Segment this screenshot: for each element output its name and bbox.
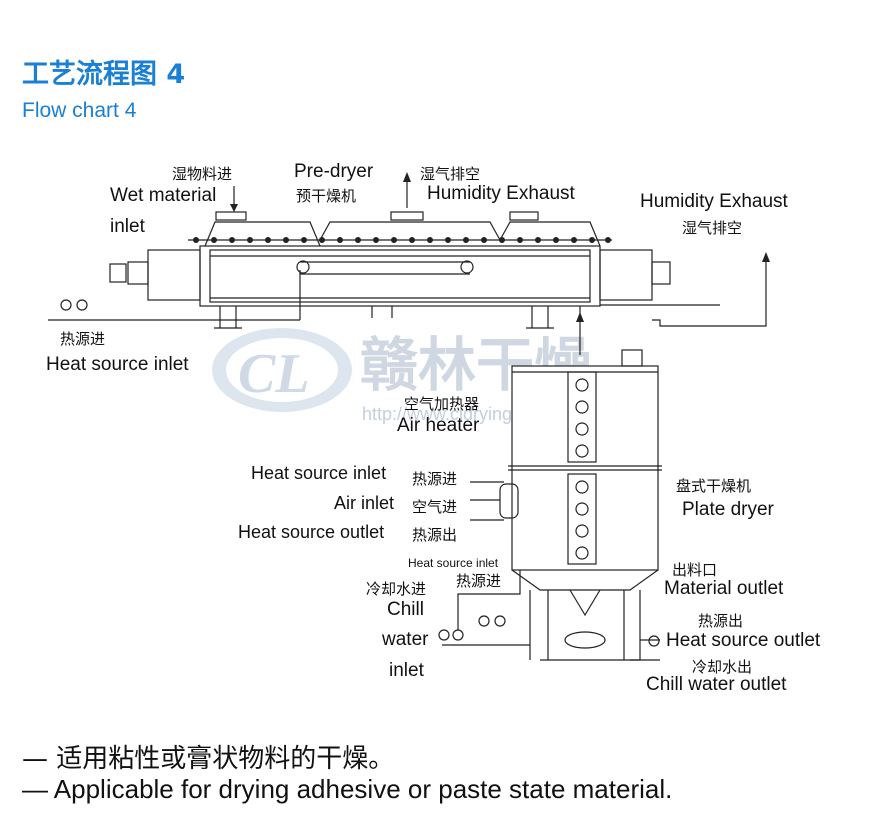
material-outlet-cn: 出料口 xyxy=(672,561,718,579)
hs-inlet-small-cn: 热源进 xyxy=(456,572,502,590)
pre-dryer-label-en: Pre-dryer xyxy=(294,161,374,182)
plate-dryer-trays xyxy=(575,378,589,560)
wet-material-inlet-en-2: inlet xyxy=(110,216,145,237)
heat-source-inlet-top-en: Heat source inlet xyxy=(46,354,189,375)
page-subtitle: Flow chart 4 xyxy=(22,99,137,122)
gauge-icon xyxy=(60,299,72,311)
plate-dryer-label-en: Plate dryer xyxy=(682,499,774,520)
air-inlet-cn: 空气进 xyxy=(412,498,458,516)
heat-source-outlet-bottom-en: Heat source outlet xyxy=(666,630,821,651)
air-heater-hs-outlet-cn: 热源出 xyxy=(412,526,458,544)
heat-source-inlet-top-cn: 热源进 xyxy=(60,330,106,348)
air-inlet-en: Air inlet xyxy=(334,493,395,513)
humidity-exhaust-1-cn: 湿气排空 xyxy=(420,165,481,183)
svg-text:CL: CL xyxy=(238,343,310,405)
air-heater-label-en: Air heater xyxy=(397,415,480,436)
chill-water-inlet-en-2: water xyxy=(382,629,429,650)
plate-dryer xyxy=(508,349,662,661)
wet-material-inlet-en-1: Wet material xyxy=(110,185,217,206)
air-heater-hs-inlet-en: Heat source inlet xyxy=(251,463,387,483)
chill-water-inlet-cn: 冷却水进 xyxy=(366,580,427,598)
air-heater-label-cn: 空气加热器 xyxy=(404,395,480,413)
chill-water-outlet-cn: 冷却水出 xyxy=(692,658,753,676)
gauge-icon xyxy=(76,299,88,311)
pipes-bottom xyxy=(438,570,660,661)
hs-inlet-small-en: Heat source inlet xyxy=(408,556,499,570)
chill-water-outlet-en: Chill water outlet xyxy=(646,674,787,695)
humidity-exhaust-1-en: Humidity Exhaust xyxy=(427,183,575,204)
pre-dryer xyxy=(109,211,671,329)
material-outlet-en: Material outlet xyxy=(664,578,784,599)
humidity-exhaust-2-en: Humidity Exhaust xyxy=(640,191,788,212)
heat-source-outlet-bottom-cn: 热源出 xyxy=(698,612,744,630)
watermark-logo: CL xyxy=(212,328,352,412)
chill-water-inlet-en-3: inlet xyxy=(389,660,424,681)
footer-line-en: — Applicable for drying adhesive or past… xyxy=(22,774,673,804)
pre-dryer-label-cn: 预干燥机 xyxy=(296,187,357,205)
pipes-top xyxy=(48,178,767,355)
wet-material-inlet-cn: 湿物料进 xyxy=(172,165,233,183)
footer-line-cn: — 适用粘性或膏状物料的干燥。 xyxy=(22,744,395,774)
page-title: 工艺流程图 4 xyxy=(22,59,186,90)
watermark-url: http://www.cldrying.com xyxy=(362,404,551,424)
pre-dryer-bolts xyxy=(193,237,611,243)
air-heater-hs-outlet-en: Heat source outlet xyxy=(238,522,385,542)
air-heater xyxy=(470,481,519,521)
plate-dryer-label-cn: 盘式干燥机 xyxy=(676,477,752,495)
humidity-exhaust-2-cn: 湿气排空 xyxy=(682,219,743,237)
arrowheads-top xyxy=(230,172,770,322)
air-heater-hs-inlet-cn: 热源进 xyxy=(412,470,458,488)
chill-water-inlet-en-1: Chill xyxy=(387,599,424,620)
